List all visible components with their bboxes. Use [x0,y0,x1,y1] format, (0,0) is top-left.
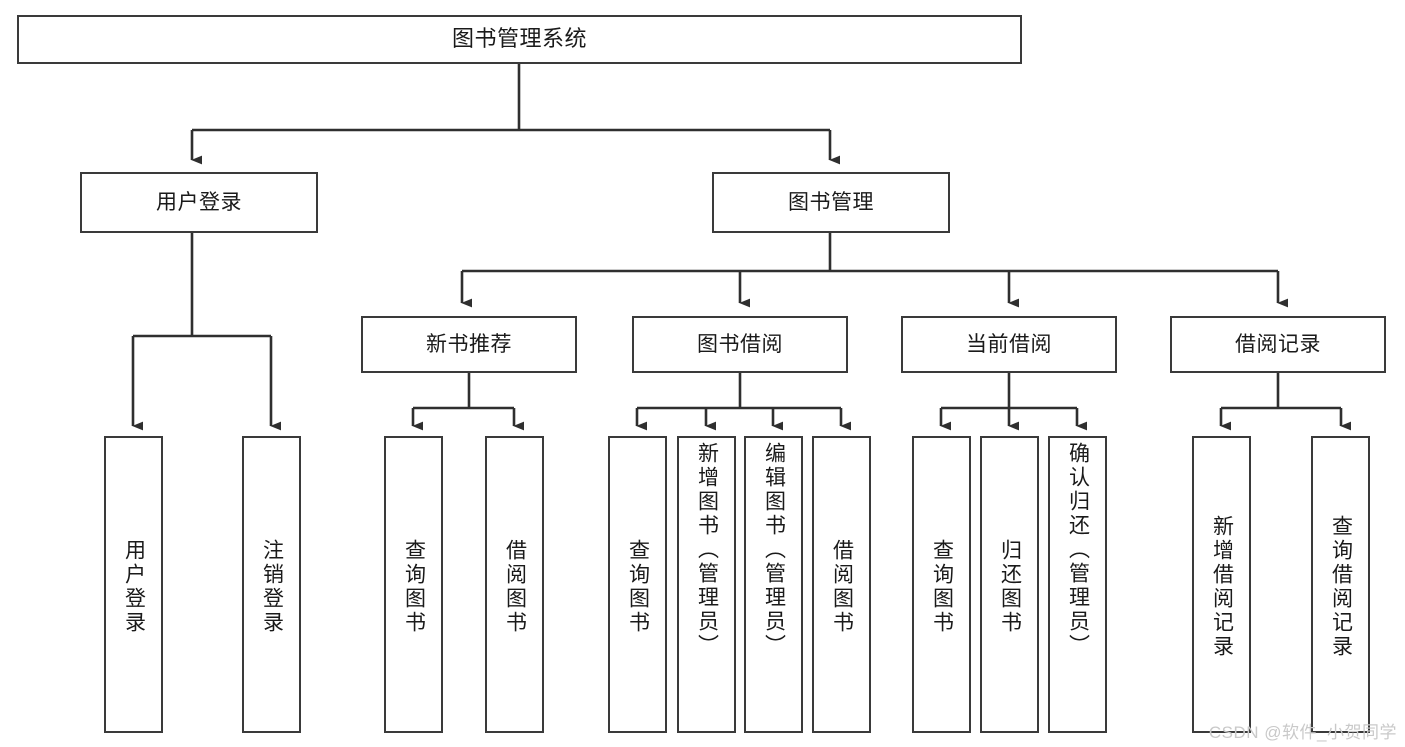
node-label: 用户登录 [122,538,146,635]
node-label: 新书推荐 [426,332,512,356]
node-label: 当前借阅 [966,332,1052,356]
node-label: 查询借阅记录 [1329,514,1353,659]
node-label: 新增图书（管理员） [695,442,719,658]
node-label: 借阅记录 [1235,332,1321,356]
node-label: 借阅图书 [830,538,854,635]
leaf-user-login-logout[interactable]: 注销登录 [242,436,301,733]
node-label: 查询图书 [402,538,426,635]
leaf-record-add-borrow-record[interactable]: 新增借阅记录 [1192,436,1251,733]
node-label: 用户登录 [156,190,242,214]
leaf-current-borrow-return-book[interactable]: 归还图书 [980,436,1039,733]
node-borrowing-record[interactable]: 借阅记录 [1170,316,1386,373]
node-label: 新增借阅记录 [1210,514,1234,659]
leaf-user-login-login[interactable]: 用户登录 [104,436,163,733]
leaf-current-borrow-query-book[interactable]: 查询图书 [912,436,971,733]
node-book-management[interactable]: 图书管理 [712,172,950,233]
node-label: 借阅图书 [503,538,527,635]
node-label: 编辑图书（管理员） [762,442,786,658]
node-new-book-recommendation[interactable]: 新书推荐 [361,316,577,373]
node-label: 图书管理系统 [451,26,587,52]
node-user-login[interactable]: 用户登录 [80,172,318,233]
leaf-book-borrow-add-book-admin[interactable]: 新增图书（管理员） [677,436,736,733]
csdn-watermark: CSDN @软件_小贺同学 [1208,723,1397,742]
leaf-book-borrow-edit-book-admin[interactable]: 编辑图书（管理员） [744,436,803,733]
leaf-new-book-query-book[interactable]: 查询图书 [384,436,443,733]
leaf-book-borrow-borrow-book[interactable]: 借阅图书 [812,436,871,733]
node-label: 查询图书 [930,538,954,635]
node-label: 注销登录 [260,538,284,635]
node-root-library-management-system[interactable]: 图书管理系统 [17,15,1022,64]
leaf-new-book-borrow-book[interactable]: 借阅图书 [485,436,544,733]
leaf-current-borrow-confirm-return-admin[interactable]: 确认归还（管理员） [1048,436,1107,733]
node-current-borrowing[interactable]: 当前借阅 [901,316,1117,373]
leaf-record-query-borrow-record[interactable]: 查询借阅记录 [1311,436,1370,733]
node-label: 归还图书 [998,538,1022,635]
leaf-book-borrow-query-book[interactable]: 查询图书 [608,436,667,733]
node-label: 图书借阅 [697,332,783,356]
node-label: 确认归还（管理员） [1066,442,1090,658]
node-label: 图书管理 [788,190,874,214]
node-book-borrowing[interactable]: 图书借阅 [632,316,848,373]
node-label: 查询图书 [626,538,650,635]
